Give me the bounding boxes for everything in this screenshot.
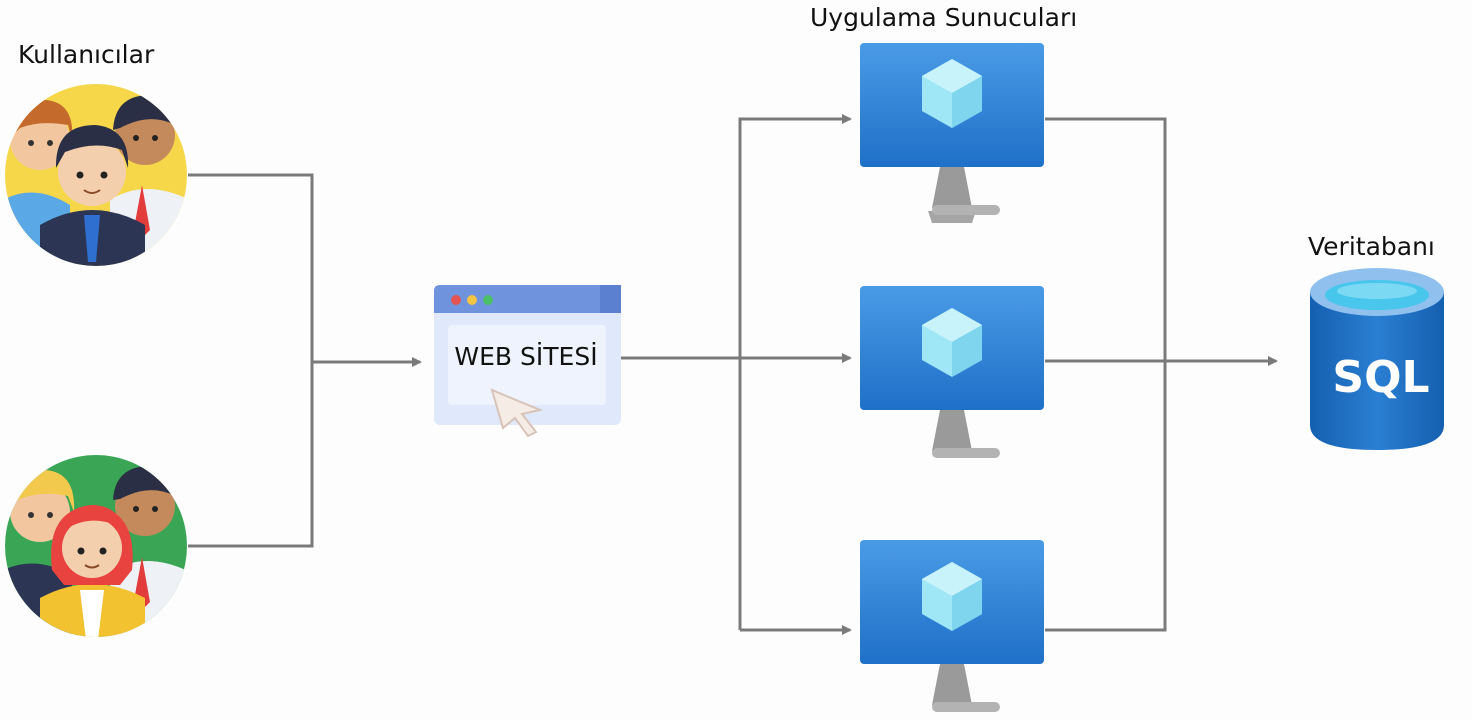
virtual-machine-icon <box>860 286 1044 458</box>
connector-users1-to-website <box>188 173 314 362</box>
users-group-icon <box>5 84 187 266</box>
browser-window-icon <box>434 285 621 438</box>
virtual-machine-icon <box>860 43 1044 223</box>
website-label: WEB SİTESİ <box>454 342 598 371</box>
virtual-machine-icon <box>860 540 1044 712</box>
connectors <box>188 114 1278 635</box>
users-group-icon <box>5 455 187 637</box>
sql-database-icon: SQL <box>1310 268 1444 450</box>
connector-users2-to-website <box>188 362 314 548</box>
sql-label: SQL <box>1332 352 1429 403</box>
connector-server1-to-bus <box>1045 117 1167 632</box>
connector-to-server-1 <box>738 114 852 630</box>
users-label: Kullanıcılar <box>18 40 155 69</box>
database-label: Veritabanı <box>1308 232 1435 261</box>
cursor-icon <box>490 388 544 438</box>
app-servers-label: Uygulama Sunucuları <box>810 3 1078 32</box>
